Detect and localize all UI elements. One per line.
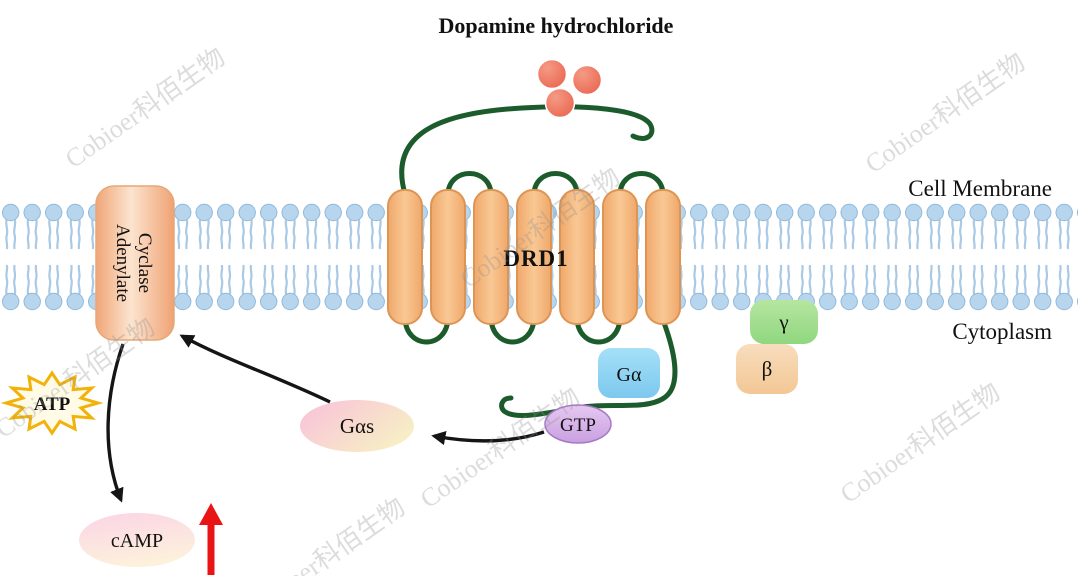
beta-subunit: β [736,344,798,394]
gamma-box [750,300,818,344]
diagram-title: Dopamine hydrochloride [439,13,674,38]
camp-molecule: cAMP [79,513,195,567]
watermark-text: Cobioer科佰生物 [240,492,410,576]
watermark-text: Cobioer科佰生物 [835,377,1005,508]
g-alpha-label: Gα [617,364,642,386]
g-alpha-s-ellipse [300,400,414,452]
watermark-text: Cobioer科佰生物 [60,42,230,173]
gtp-ellipse [544,404,612,444]
intracellular-loop [574,315,623,345]
gamma-subunit: γ [750,300,818,344]
intracellular-loop [488,315,537,345]
dopamine-molecule [544,87,576,119]
extracellular-loop [617,171,666,199]
beta-label: β [762,357,773,381]
receptor-helix [602,189,638,325]
receptor-helix [516,189,552,325]
receptor-helix [387,189,423,325]
g-alpha-box [598,348,660,398]
gtp-label: GTP [560,415,596,436]
receptor-helix [645,189,681,325]
adenylate-cyclase-shape [95,185,175,341]
cytoplasm-label: Cytoplasm [952,319,1052,344]
g-alpha-s-subunit: Gαs [300,400,414,452]
extracellular-loop [445,171,494,199]
gtp-molecule: GTP [544,404,612,444]
camp-increase-arrow [199,503,223,575]
cell-membrane-label: Cell Membrane [908,176,1052,201]
drd1-receptor-label: DRD1 [503,246,568,271]
g-alpha-subunit: Gα [598,348,660,398]
receptor-helices [387,189,681,325]
camp-label: cAMP [111,530,163,552]
receptor-helix [559,189,595,325]
adenylate-cyclase-label-line2: Cyclase [134,233,155,293]
adenylate-cyclase: Adenylate Cyclase [95,185,175,341]
receptor-helix [430,189,466,325]
dopamine-molecule [571,64,603,96]
adenylate-cyclase-label-line1: Adenylate [112,224,133,302]
gamma-label: γ [778,310,788,334]
arrow-gtp-to-gas [431,430,545,446]
red-arrow-head [199,503,223,525]
atp-starburst [0,370,104,436]
extracellular-loop [531,171,580,199]
dopamine-molecules [536,58,603,119]
arrow-adenylate-cyclase-to-camp [106,343,125,503]
watermark-text: Cobioer科佰生物 [860,47,1030,178]
signal-arrows [106,334,545,503]
g-alpha-s-label: Gαs [340,414,374,438]
camp-ellipse [79,513,195,567]
intracellular-loop [402,315,451,345]
atp-label: ATP [34,394,71,415]
arrow-gas-to-adenylate-cyclase [179,334,331,404]
dopamine-molecule [536,58,568,90]
watermark-text: Cobioer科佰生物 [0,312,160,443]
receptor-helix [473,189,509,325]
atp-molecule: ATP [0,370,104,436]
beta-box [736,344,798,394]
